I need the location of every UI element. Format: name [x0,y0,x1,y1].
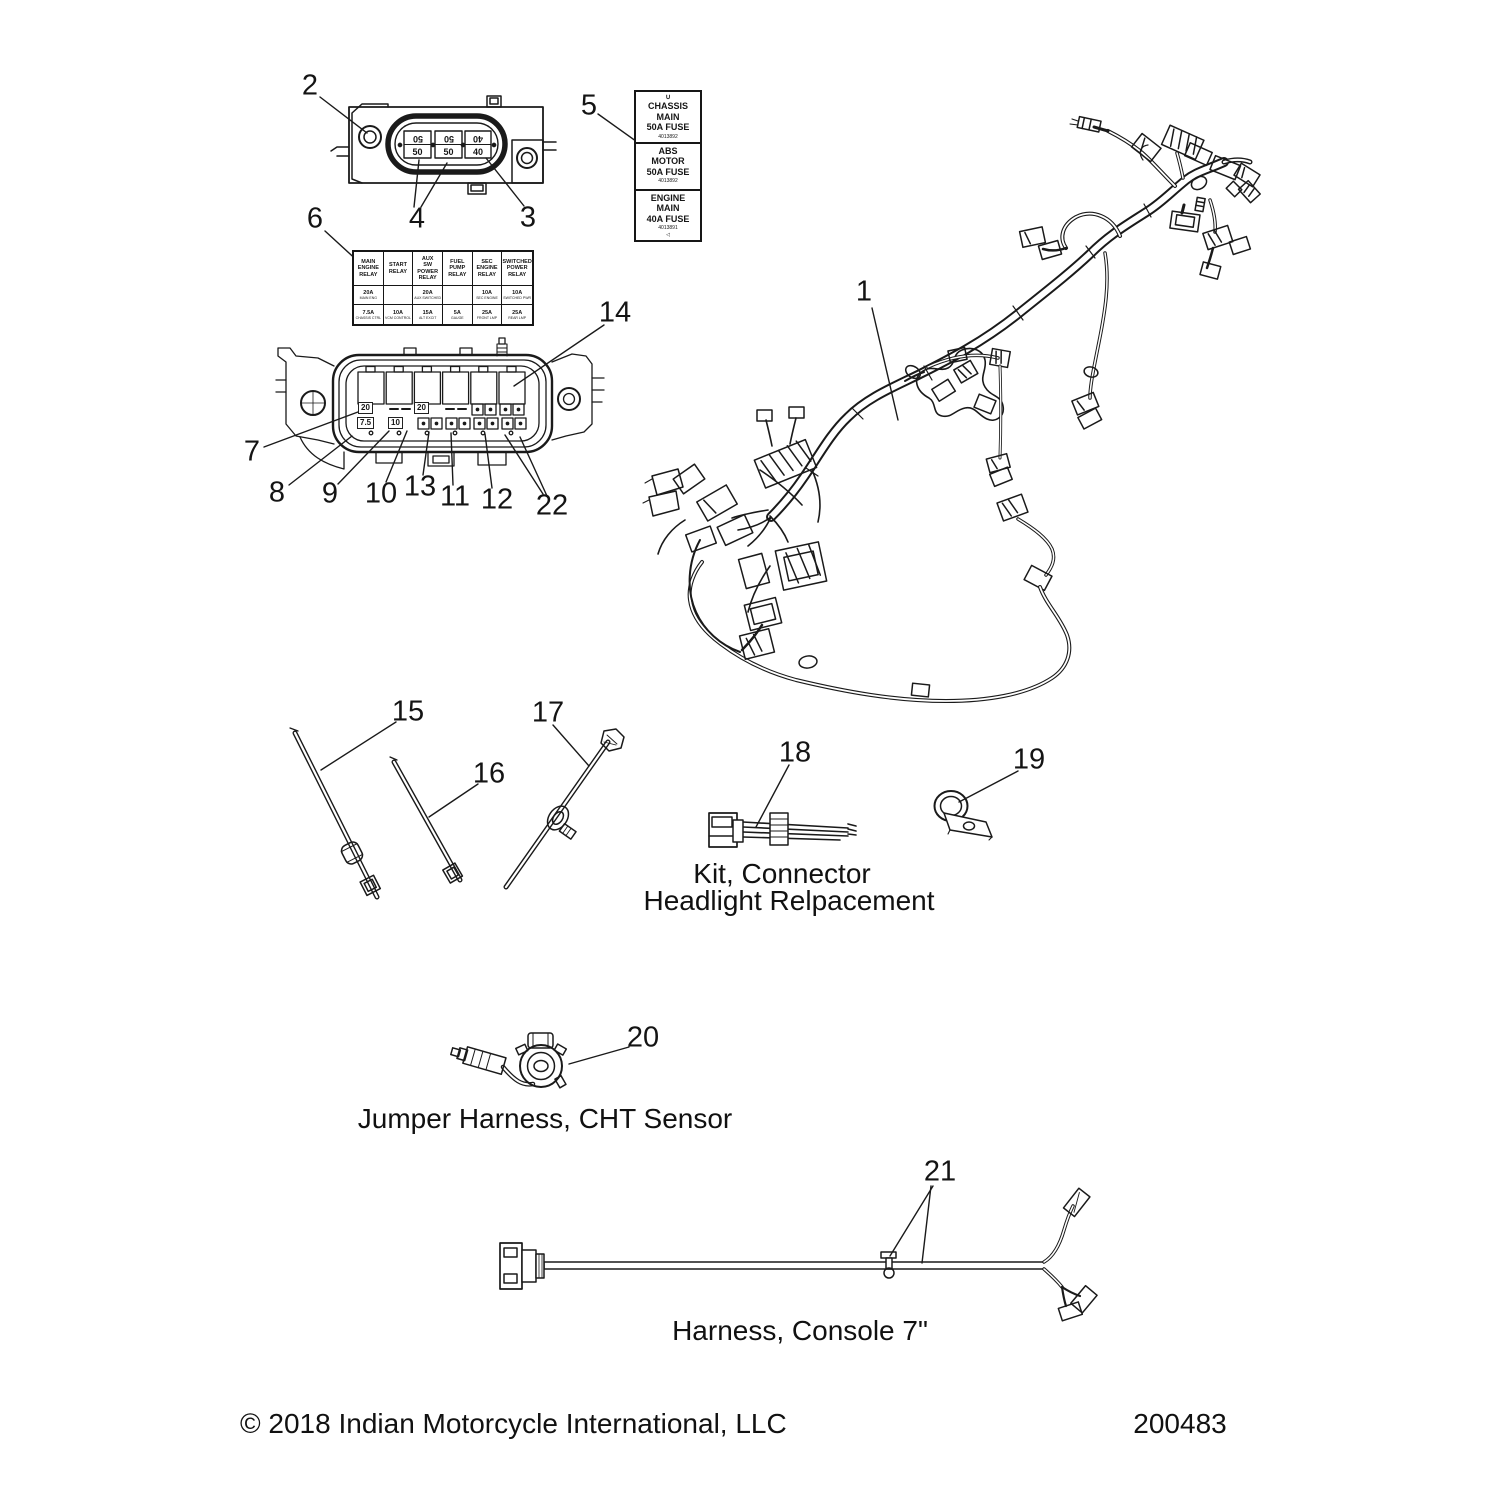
leader-line-10 [385,430,408,483]
leader-line-2 [319,96,368,134]
callout-6: 6 [306,202,324,235]
leader-line-22 [519,436,548,497]
relay-amp-cell-0-1 [383,286,414,305]
callout-5: 5 [580,89,598,122]
leader-line-19 [958,770,1019,803]
console-harness-art [499,1187,1098,1322]
callout-2: 2 [301,69,319,102]
leader-line-12 [484,433,493,489]
callout-22: 22 [535,489,569,522]
fusebox-art [275,337,605,470]
main-harness-art [642,115,1261,703]
leader-line-9 [337,430,390,485]
fusebox-fuse-value: 7.5 [357,417,375,429]
callout-18: 18 [778,736,812,769]
headlight-kit-art [708,812,857,848]
relay-amp-cell-0-3 [442,286,473,305]
fuse-holder-value: 50 [412,147,423,157]
fuse-holder-value: 40 [472,134,484,144]
callout-13: 13 [403,470,437,503]
fusebox-fuse-value: 20 [414,402,429,414]
fuse-symbol-icon: ∪ [665,94,671,101]
cht-jumper-art [450,1032,568,1089]
callout-8: 8 [268,476,286,509]
copyright-text: © 2018 Indian Motorcycle International, … [240,1408,787,1439]
p-clamp-art [933,790,993,841]
headlight-kit-caption-line2: Headlight Relpacement [643,885,935,916]
leader-line-7 [263,408,367,448]
cht-jumper-caption: Jumper Harness, CHT Sensor [357,1103,733,1134]
callout-4: 4 [408,202,426,235]
callout-9: 9 [321,477,339,510]
document-number: 200483 [1133,1408,1227,1439]
callout-21: 21 [923,1155,957,1188]
leader-line-11 [450,432,454,486]
cable-ties-art [289,727,625,900]
callout-19: 19 [1012,743,1046,776]
leader-line-21 [889,1185,934,1257]
console-harness-caption: Harness, Console 7" [672,1315,928,1346]
callout-10: 10 [364,477,398,510]
leader-line-8 [288,435,353,486]
callout-3: 3 [519,201,537,234]
fuse-holder-value: 40 [472,147,484,157]
callout-12: 12 [480,483,514,516]
fusebox-fuse-value: 10 [388,417,403,429]
fusebox-fuse-value: 20 [358,402,373,414]
callout-14: 14 [598,296,632,329]
callout-leader-lines [263,96,1019,1264]
leader-line-13 [422,431,430,476]
headlight-kit-caption-line1: Kit, Connector [693,858,871,889]
callout-1: 1 [855,275,873,308]
callout-15: 15 [391,695,425,728]
leader-line-4 [420,162,448,208]
leader-line-4 [413,159,420,208]
fuse-holder-value: 50 [443,134,454,144]
callout-7: 7 [243,435,261,468]
fuse-holder-value: 50 [443,147,454,157]
callout-11: 11 [439,480,471,513]
leader-line-3 [485,157,525,207]
leader-line-21 [921,1185,932,1264]
leader-line-20 [568,1046,630,1065]
leader-line-18 [755,764,790,828]
main-fuse-holder-art [330,95,557,195]
leader-line-1 [871,307,899,421]
leader-line-5 [597,113,641,145]
leader-line-22 [504,434,544,495]
leader-line-17 [552,724,590,767]
callout-20: 20 [626,1021,660,1054]
leader-line-15 [320,721,397,771]
callout-16: 16 [472,757,506,790]
leader-line-14 [513,324,605,387]
leader-line-16 [428,783,479,818]
callout-17: 17 [531,696,565,729]
fuse-holder-value: 50 [412,134,423,144]
